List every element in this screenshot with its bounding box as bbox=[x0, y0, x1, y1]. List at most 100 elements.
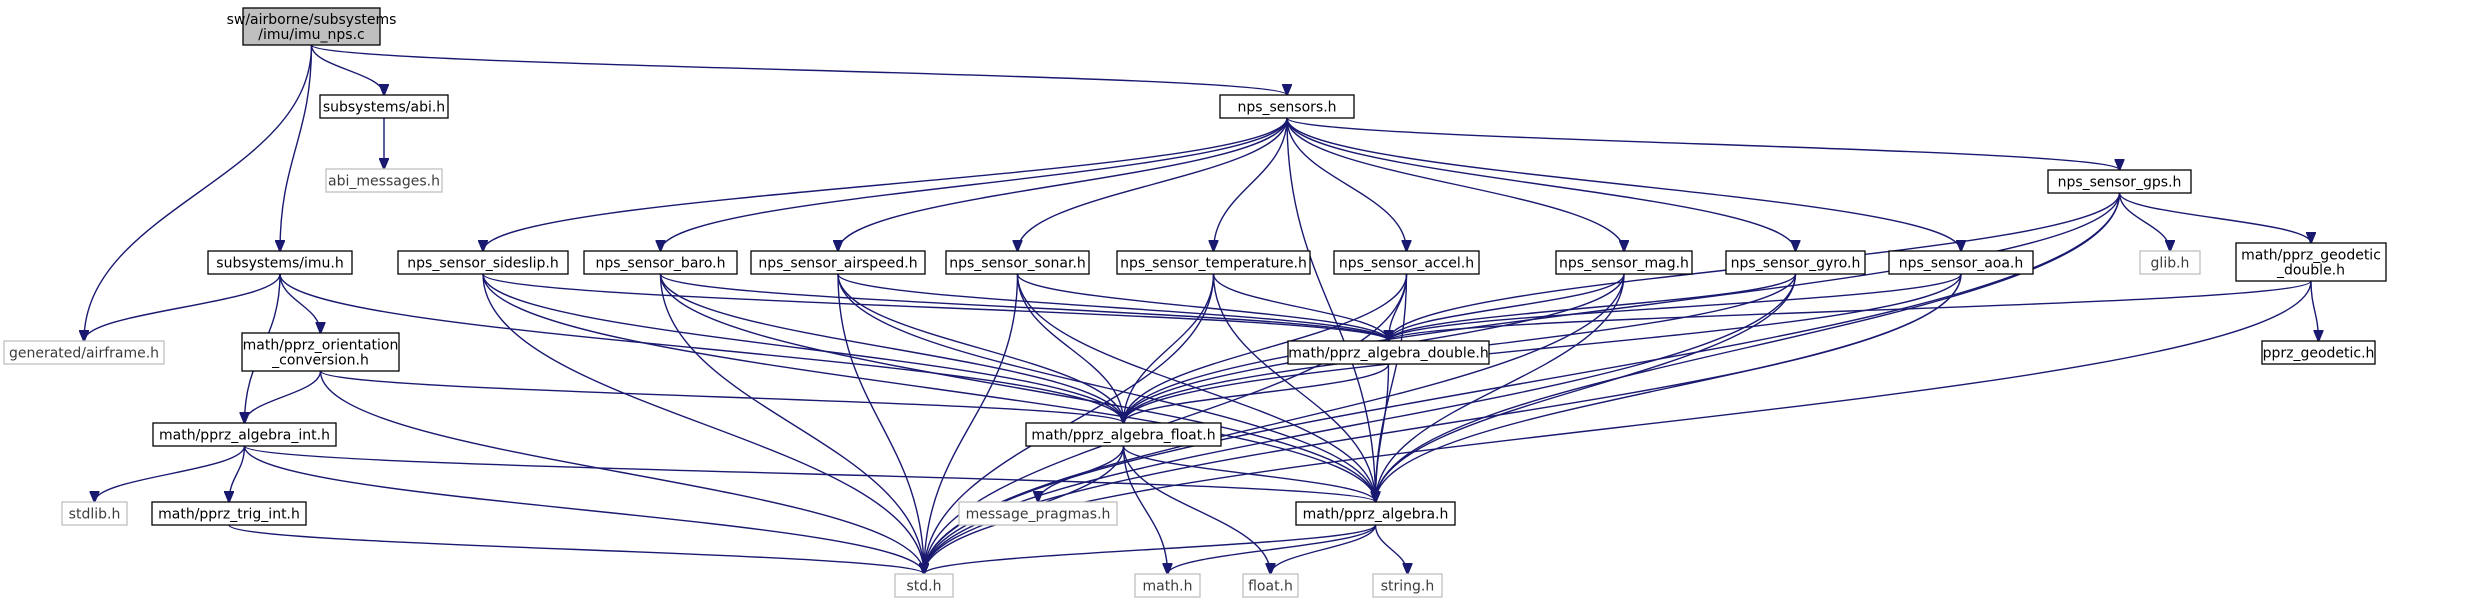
edge-alg_int-to-stdlib bbox=[95, 445, 246, 502]
node-label: math/pprz_geodetic bbox=[2241, 248, 2381, 264]
node-box bbox=[945, 250, 1090, 275]
edge-alg_int-to-alg bbox=[243, 445, 1376, 502]
edge-root-to-abi bbox=[310, 44, 385, 95]
edge-imu-to-alg_float bbox=[279, 273, 1124, 423]
node-box bbox=[2235, 242, 2387, 282]
node-label: _double.h bbox=[2276, 263, 2345, 279]
node-alg[interactable]: math/pprz_algebra.h bbox=[1295, 501, 1456, 526]
edge-airspeed-to-std bbox=[837, 273, 924, 574]
edge-orient-to-alg_float bbox=[319, 370, 1124, 423]
node-abi-messages: abi_messages.h bbox=[325, 168, 443, 193]
node-box bbox=[583, 250, 738, 275]
node-baro[interactable]: nps_sensor_baro.h bbox=[583, 250, 738, 275]
node-box bbox=[61, 501, 128, 526]
node-std: std.h bbox=[894, 573, 954, 598]
edge-sonar-to-alg_double bbox=[1016, 273, 1389, 341]
node-label: abi_messages.h bbox=[328, 174, 440, 190]
edge-nps_sensors-to-temperature bbox=[1214, 117, 1288, 251]
node-temperature[interactable]: nps_sensor_temperature.h bbox=[1116, 250, 1311, 275]
node-label: math.h bbox=[1143, 579, 1193, 595]
edge-sideslip-to-std bbox=[482, 273, 924, 574]
node-label: nps_sensor_accel.h bbox=[1339, 256, 1474, 272]
node-box bbox=[1725, 250, 1866, 275]
node-nps-sensors[interactable]: nps_sensors.h bbox=[1219, 94, 1355, 119]
edge-sonar-to-alg_float bbox=[1016, 273, 1124, 423]
node-alg-float[interactable]: math/pprz_algebra_float.h bbox=[1025, 422, 1222, 447]
node-label: message_pragmas.h bbox=[966, 507, 1111, 523]
node-label: nps_sensor_temperature.h bbox=[1120, 256, 1307, 272]
node-box bbox=[242, 7, 381, 46]
node-label: nps_sensor_baro.h bbox=[595, 256, 725, 272]
edge-alg_float-to-float bbox=[1122, 445, 1271, 574]
edge-alg_int-to-trig_int bbox=[229, 445, 246, 502]
edge-baro-to-alg bbox=[659, 273, 1376, 502]
edge-nps_sensors-to-baro bbox=[661, 117, 1288, 251]
node-box bbox=[1025, 422, 1222, 447]
node-imu[interactable]: subsystems/imu.h bbox=[207, 250, 353, 275]
node-label: nps_sensor_aoa.h bbox=[1899, 256, 2024, 272]
edge-nps_sensors-to-alg bbox=[1286, 117, 1376, 502]
node-alg-double[interactable]: math/pprz_algebra_double.h bbox=[1287, 340, 1490, 365]
node-box bbox=[319, 94, 449, 119]
edge-sideslip-to-alg_double bbox=[482, 273, 1389, 341]
node-trig-int[interactable]: math/pprz_trig_int.h bbox=[151, 501, 307, 526]
edge-nps_sensors-to-sonar bbox=[1018, 117, 1288, 251]
node-airspeed[interactable]: nps_sensor_airspeed.h bbox=[750, 250, 926, 275]
node-label: sw/airborne/subsystems bbox=[227, 12, 397, 28]
node-aoa[interactable]: nps_sensor_aoa.h bbox=[1888, 250, 2034, 275]
edge-nps_sensors-to-sideslip bbox=[483, 117, 1288, 251]
node-alg-int[interactable]: math/pprz_algebra_int.h bbox=[152, 422, 337, 447]
node-gps[interactable]: nps_sensor_gps.h bbox=[2047, 169, 2192, 194]
node-stdlib: stdlib.h bbox=[61, 501, 128, 526]
node-root[interactable]: sw/airborne/subsystems/imu/imu_nps.c bbox=[227, 7, 397, 46]
edge-nps_sensors-to-aoa bbox=[1286, 117, 1961, 251]
edges-layer bbox=[84, 44, 2319, 574]
edge-imu-to-airframe bbox=[84, 273, 281, 341]
edge-mag-to-alg_double bbox=[1389, 273, 1625, 341]
node-box bbox=[207, 250, 353, 275]
node-label: nps_sensor_airspeed.h bbox=[758, 256, 917, 272]
node-box bbox=[1555, 250, 1693, 275]
node-label: nps_sensor_gps.h bbox=[2058, 175, 2182, 191]
edge-nps_sensors-to-airspeed bbox=[838, 117, 1288, 251]
edge-alg_float-to-math bbox=[1122, 445, 1168, 574]
node-box bbox=[1333, 250, 1480, 275]
node-box bbox=[1287, 340, 1490, 365]
node-sonar[interactable]: nps_sensor_sonar.h bbox=[945, 250, 1090, 275]
edge-alg-to-math bbox=[1168, 524, 1377, 574]
node-geodetic-double[interactable]: math/pprz_geodetic_double.h bbox=[2235, 242, 2387, 282]
node-label: math/pprz_algebra_int.h bbox=[159, 428, 330, 444]
edge-nps_sensors-to-gps bbox=[1286, 117, 2120, 170]
node-label: math/pprz_trig_int.h bbox=[158, 507, 300, 523]
edge-alg_int-to-std bbox=[243, 445, 925, 574]
node-orient[interactable]: math/pprz_orientation_conversion.h bbox=[241, 332, 400, 372]
node-geodetic[interactable]: pprz_geodetic.h bbox=[2261, 340, 2376, 365]
edge-nps_sensors-to-gyro bbox=[1286, 117, 1796, 251]
nodes-layer: sw/airborne/subsystems/imu/imu_nps.csubs… bbox=[3, 7, 2387, 598]
node-label: string.h bbox=[1381, 579, 1435, 595]
node-label: nps_sensor_sonar.h bbox=[949, 256, 1086, 272]
node-sideslip[interactable]: nps_sensor_sideslip.h bbox=[397, 250, 569, 275]
node-mag[interactable]: nps_sensor_mag.h bbox=[1555, 250, 1693, 275]
edge-trig_int-to-std bbox=[228, 524, 924, 574]
edge-root-to-nps_sensors bbox=[310, 44, 1288, 95]
edge-alg_double-to-alg bbox=[1376, 363, 1390, 502]
edge-alg-to-string bbox=[1374, 524, 1408, 574]
node-box bbox=[397, 250, 569, 275]
edge-accel-to-alg_float bbox=[1124, 273, 1408, 423]
node-box bbox=[1134, 573, 1201, 598]
node-accel[interactable]: nps_sensor_accel.h bbox=[1333, 250, 1480, 275]
node-abi[interactable]: subsystems/abi.h bbox=[319, 94, 449, 119]
edge-geodetic_double-to-alg_double bbox=[1389, 280, 2312, 341]
node-string: string.h bbox=[1372, 573, 1443, 598]
node-label: glib.h bbox=[2151, 256, 2190, 272]
node-box bbox=[151, 501, 307, 526]
node-label: nps_sensor_gyro.h bbox=[1731, 256, 1861, 272]
edge-nps_sensors-to-accel bbox=[1286, 117, 1407, 251]
node-float: float.h bbox=[1242, 573, 1299, 598]
node-box bbox=[750, 250, 926, 275]
node-gyro[interactable]: nps_sensor_gyro.h bbox=[1725, 250, 1866, 275]
node-label: nps_sensors.h bbox=[1237, 100, 1336, 116]
edge-orient-to-alg_int bbox=[245, 370, 322, 423]
